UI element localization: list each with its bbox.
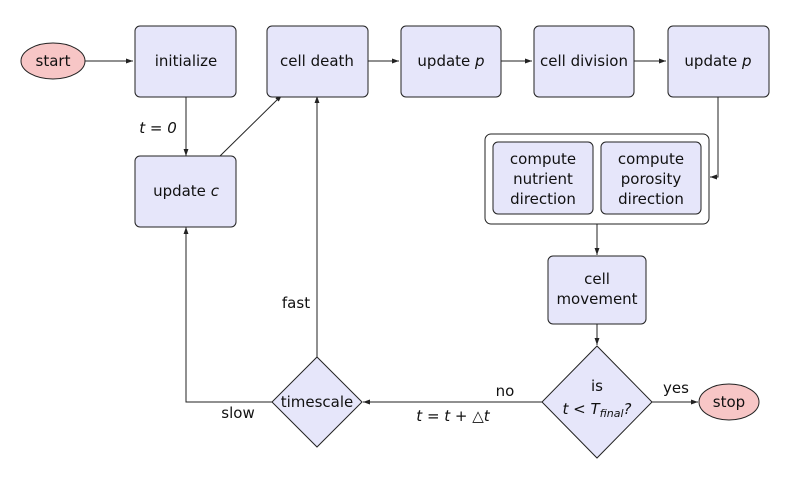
edge-labels: t = 0 fast slow no yes t = t + △t xyxy=(139,119,689,425)
node-update-p-2-label: update p xyxy=(684,52,751,70)
label-fast: fast xyxy=(282,294,310,312)
node-compute-nutrient-line2: nutrient xyxy=(513,170,573,188)
node-compute-nutrient: compute nutrient direction xyxy=(492,141,594,215)
node-cell-division: cell division xyxy=(533,25,635,98)
node-compute-porosity: compute porosity direction xyxy=(600,141,702,215)
node-update-c: update c xyxy=(134,155,237,228)
node-stop-label: stop xyxy=(713,393,745,411)
node-cell-division-label: cell division xyxy=(540,52,628,70)
node-cell-movement-line1: cell xyxy=(584,270,610,288)
node-start: start xyxy=(20,42,86,80)
node-update-c-label: update c xyxy=(153,182,220,200)
node-compute-porosity-line2: porosity xyxy=(621,170,682,188)
label-slow: slow xyxy=(221,404,254,422)
node-compute-nutrient-line3: direction xyxy=(510,190,576,208)
edge-update-p2-compute-group xyxy=(710,97,719,180)
label-yes: yes xyxy=(663,379,689,397)
node-stop: stop xyxy=(698,383,760,421)
edge-timescale-update-c xyxy=(183,227,273,403)
node-timescale-label: timescale xyxy=(281,393,354,411)
node-update-p-1-label: update p xyxy=(417,52,484,70)
compute-direction-group: compute nutrient direction compute poros… xyxy=(484,133,710,225)
node-cell-death: cell death xyxy=(266,25,369,98)
edges xyxy=(85,58,719,405)
node-cell-movement-line2: movement xyxy=(556,290,637,308)
node-compute-nutrient-line1: compute xyxy=(510,150,576,168)
edge-update-c-cell-death xyxy=(219,94,283,157)
node-compute-porosity-line3: direction xyxy=(618,190,684,208)
node-timescale: timescale xyxy=(271,356,363,448)
label-t-zero: t = 0 xyxy=(139,119,177,137)
node-decision: is t < Tfinal? xyxy=(541,345,653,459)
node-initialize: initialize xyxy=(134,25,237,98)
node-update-p-2: update p xyxy=(667,25,770,98)
node-compute-porosity-line1: compute xyxy=(618,150,684,168)
node-decision-line1: is xyxy=(591,377,603,395)
node-decision-line2: t < Tfinal? xyxy=(563,400,632,420)
node-initialize-label: initialize xyxy=(155,52,218,70)
node-cell-movement: cell movement xyxy=(547,255,647,325)
node-start-label: start xyxy=(36,52,71,70)
label-t-update: t = t + △t xyxy=(416,407,491,425)
label-no: no xyxy=(496,382,515,400)
node-cell-death-label: cell death xyxy=(280,52,354,70)
node-update-p-1: update p xyxy=(400,25,502,98)
